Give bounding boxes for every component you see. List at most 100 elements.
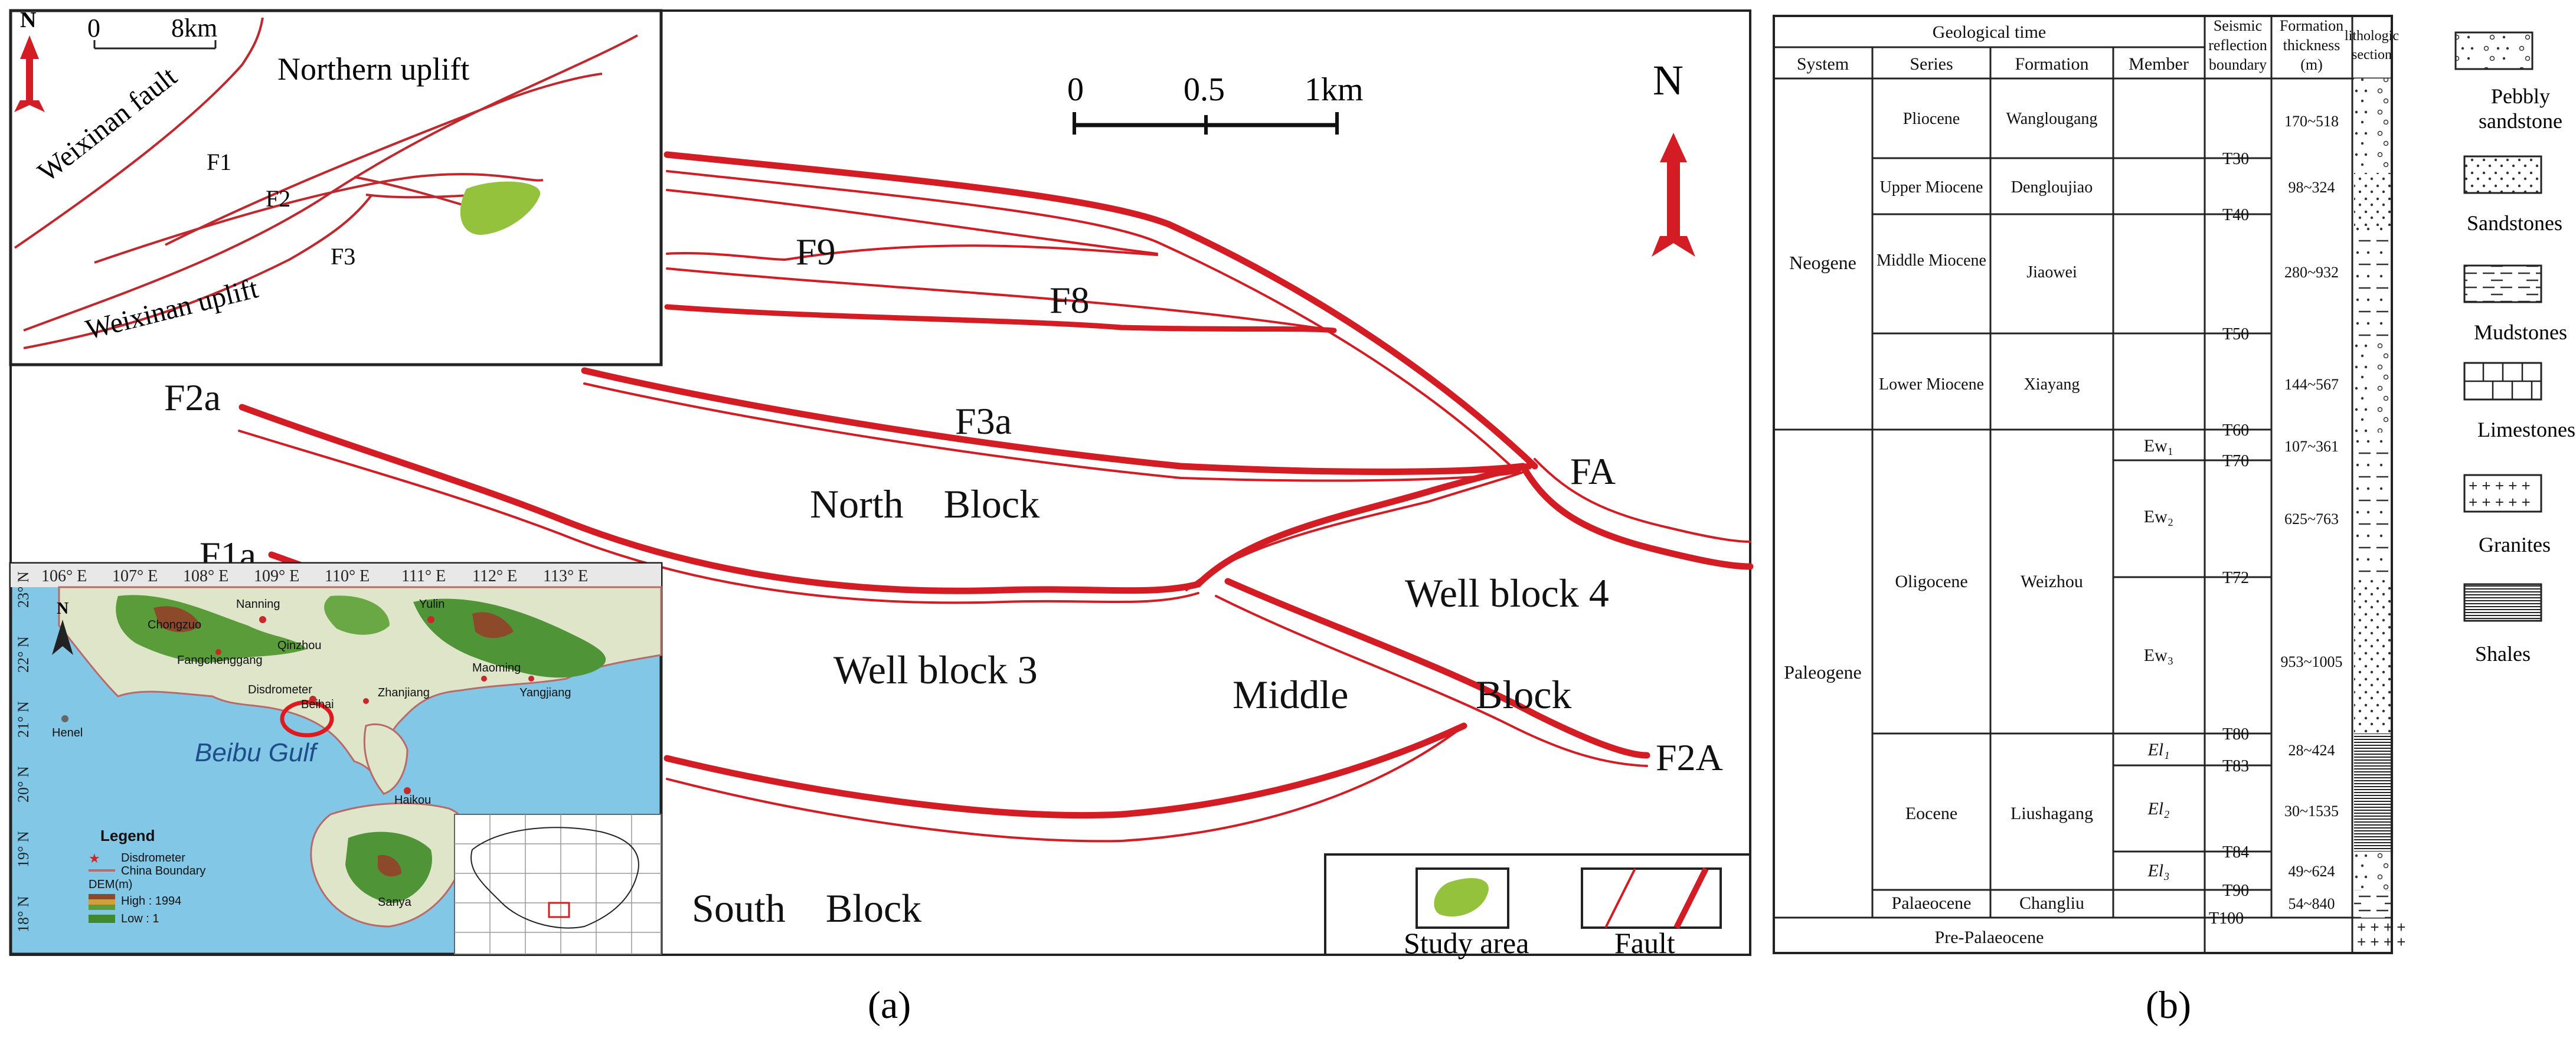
thickness-middle-miocene: 280~932 xyxy=(2284,264,2339,281)
formation-weizhou: Weizhou xyxy=(2021,572,2083,591)
system-paleogene: Paleogene xyxy=(1784,662,1862,683)
legend-dem-high: High : 1994 xyxy=(121,895,181,908)
fault-label-f9: F9 xyxy=(796,231,836,273)
inset-label-f2: F2 xyxy=(266,185,290,212)
member-ew2: Ew₂ xyxy=(2144,507,2173,526)
member-el3: El₃ xyxy=(2147,861,2169,880)
lat-label-19: 19° N xyxy=(15,831,32,867)
block-label-well3: Well block 3 xyxy=(833,647,1038,692)
block-label-south: South Block xyxy=(692,886,921,931)
place-haikou: Haikou xyxy=(394,794,431,807)
limestones-swatch xyxy=(2463,362,2542,401)
thickness-upper-miocene: 98~324 xyxy=(2288,179,2335,196)
thickness-el3: 49~624 xyxy=(2288,863,2335,880)
formation-jiaowei: Jiaowei xyxy=(2026,263,2077,281)
header-thickness-3: (m) xyxy=(2300,56,2323,73)
place-qinzhou: Qinzhou xyxy=(277,639,322,652)
legend-fault-label: Fault xyxy=(1614,926,1675,960)
scale-tick-half: 0.5 xyxy=(1184,71,1225,108)
header-system: System xyxy=(1797,54,1849,74)
svg-text:+ + + +: + + + + xyxy=(2357,933,2405,951)
lon-label-107: 107° E xyxy=(112,567,158,585)
formation-liushagang: Liushagang xyxy=(2011,804,2093,823)
series-eocene: Eocene xyxy=(1905,804,1957,823)
place-yangjiang: Yangjiang xyxy=(519,686,571,699)
block-label-north: North Block xyxy=(810,482,1039,526)
shales-swatch xyxy=(2463,583,2542,622)
block-label-middle: Middle xyxy=(1233,672,1348,717)
inset-scale-8km: 8km xyxy=(171,14,217,42)
svg-text:+ + + + +: + + + + + xyxy=(2469,477,2531,495)
fault-label-f8: F8 xyxy=(1050,279,1090,321)
panel-b-stratigraphic-column: + + + + + + + + Geological time System S… xyxy=(1773,15,2575,1027)
study-area-shape xyxy=(460,181,541,235)
location-legend: Legend ★ Disdrometer China Boundary DEM(… xyxy=(89,827,205,925)
thickness-ew2: 625~763 xyxy=(2284,510,2339,528)
thickness-pliocene: 170~518 xyxy=(2284,113,2339,130)
mudstones-swatch xyxy=(2463,264,2542,303)
header-thickness-2: thickness xyxy=(2283,37,2340,54)
fault-label-f2a: F2a xyxy=(164,376,221,418)
scale-tick-1km: 1km xyxy=(1305,71,1364,108)
lat-label-20: 20° N xyxy=(15,766,32,803)
north-label: N xyxy=(1653,57,1683,104)
thickness-ew3: 953~1005 xyxy=(2280,653,2342,670)
inset-label-f1: F1 xyxy=(207,149,231,175)
legend-study-area-label: Study area xyxy=(1404,926,1529,960)
member-el1: El₁ xyxy=(2147,740,2169,759)
system-neogene: Neogene xyxy=(1789,252,1856,273)
series-middle-miocene: Middle Miocene xyxy=(1877,251,1986,270)
panel-a-caption: (a) xyxy=(868,984,911,1027)
block-label-well4: Well block 4 xyxy=(1405,571,1609,615)
inset-scale-0: 0 xyxy=(87,14,100,42)
inset-label-northern-uplift: Northern uplift xyxy=(277,51,469,87)
series-lower-miocene: Lower Miocene xyxy=(1879,375,1984,394)
boundary-t40: T40 xyxy=(2222,206,2249,224)
scale-bar: 0 0.5 1km xyxy=(1067,71,1364,135)
sandstones-swatch xyxy=(2463,155,2542,194)
place-henel: Henel xyxy=(52,726,83,739)
formation-wanglougang: Wanglougang xyxy=(2006,110,2098,128)
boundary-t70: T70 xyxy=(2222,452,2249,470)
legend-china-boundary: China Boundary xyxy=(121,865,205,877)
place-zhanjiang: Zhanjiang xyxy=(378,686,430,699)
boundary-t30: T30 xyxy=(2222,150,2249,168)
inset-label-f3: F3 xyxy=(331,243,355,270)
inset-north-arrow-icon: N xyxy=(14,8,45,112)
header-member: Member xyxy=(2129,54,2189,74)
lon-label-109: 109° E xyxy=(254,567,299,585)
study-area-circle xyxy=(280,700,334,738)
lon-label-113: 113° E xyxy=(543,567,588,585)
location-north-arrow-icon: N xyxy=(52,600,73,655)
lon-label-112: 112° E xyxy=(472,567,517,585)
sea-label-beibu-gulf: Beibu Gulf xyxy=(195,738,319,767)
place-chongzuo: Chongzuo xyxy=(148,618,201,631)
thickness-ew1: 107~361 xyxy=(2284,438,2339,455)
fault-label-fa: FA xyxy=(1570,450,1616,492)
boundary-t83: T83 xyxy=(2222,757,2249,775)
place-yulin: Yulin xyxy=(419,598,444,611)
place-nanning: Nanning xyxy=(236,598,280,611)
lat-label-23: 23° N xyxy=(15,571,32,608)
place-disdrometer: Disdrometer xyxy=(248,683,312,696)
legend-sandstone: sandstone xyxy=(2479,109,2562,133)
fault-label-f3a: F3a xyxy=(955,400,1012,442)
header-seismic-2: reflection xyxy=(2208,37,2267,54)
inset-location-map: 106° E 107° E 108° E 109° E 110° E 111° … xyxy=(9,562,663,956)
series-oligocene: Oligocene xyxy=(1895,572,1967,591)
header-seismic-1: Seismic xyxy=(2214,17,2262,34)
legend-pebbly: Pebbly xyxy=(2491,84,2550,108)
inset-regional-map: 0 8km N Northern uplift Weixinan fault W… xyxy=(9,8,663,366)
boundary-t50: T50 xyxy=(2222,325,2249,343)
series-upper-miocene: Upper Miocene xyxy=(1880,178,1983,197)
thickness-el1: 28~424 xyxy=(2288,742,2335,759)
thickness-palaeocene: 54~840 xyxy=(2288,895,2335,912)
svg-text:+ + + + +: + + + + + xyxy=(2469,493,2531,511)
place-fangchenggang: Fangchenggang xyxy=(177,654,263,667)
map-legend: Study area Fault xyxy=(1324,853,1751,960)
series-pliocene: Pliocene xyxy=(1903,110,1960,128)
thickness-el2: 30~1535 xyxy=(2284,803,2339,820)
header-thickness-1: Formation xyxy=(2280,17,2343,34)
formation-xiayang: Xiayang xyxy=(2024,375,2080,394)
